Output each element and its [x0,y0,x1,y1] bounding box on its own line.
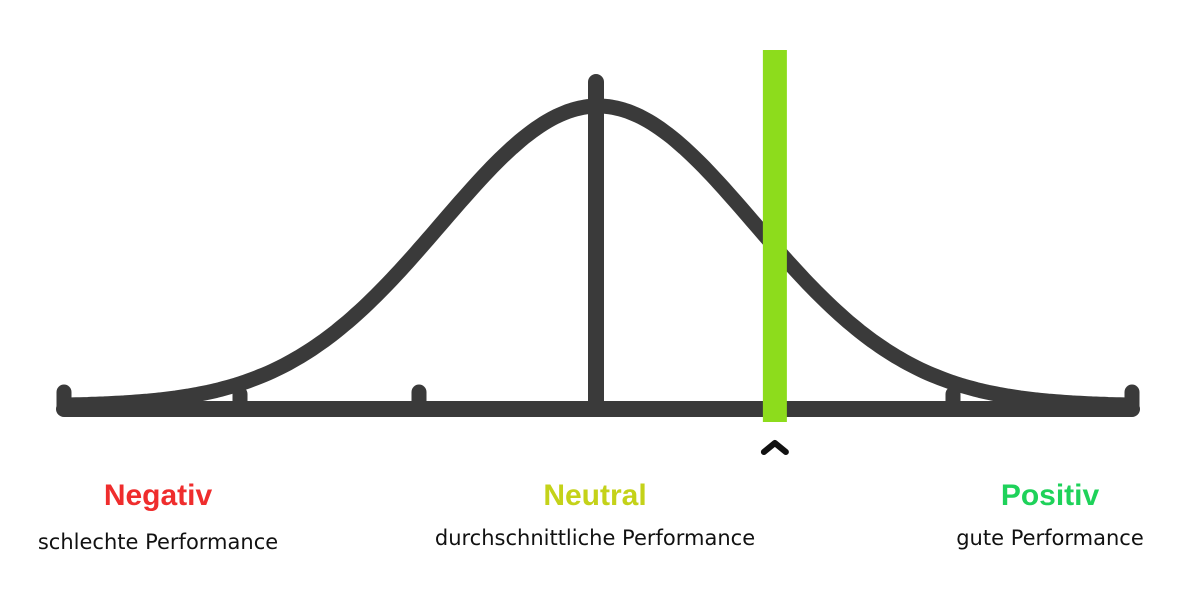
caret-up-icon [760,440,789,455]
performance-marker-bar [762,50,787,422]
category-negative: Negativ schlechte Performance [18,478,298,556]
neutral-description: durchschnittliche Performance [434,526,756,550]
negative-title: Negativ [103,479,213,512]
neutral-title: Neutral [543,479,647,512]
category-positive: Positiv gute Performance [925,478,1175,552]
positive-title: Positiv [1000,479,1100,512]
category-neutral: Neutral durchschnittliche Performance [410,478,780,552]
negative-description: schlechte Performance [37,530,279,554]
positive-description: gute Performance [956,526,1144,550]
